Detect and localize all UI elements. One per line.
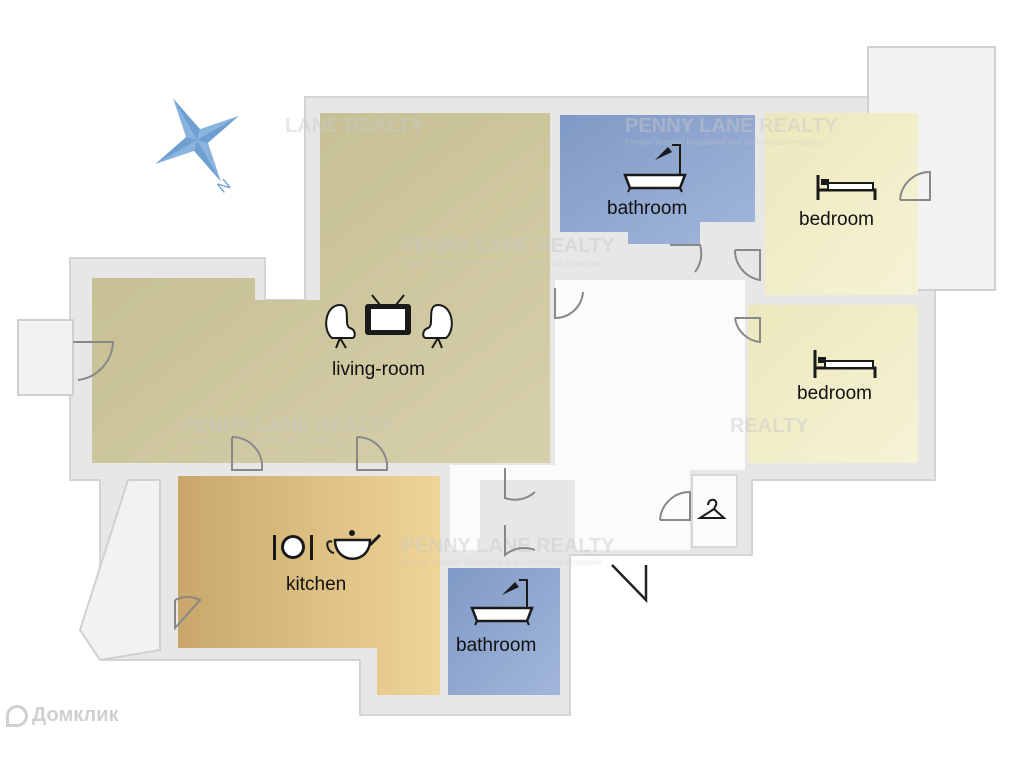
bathroom-bottom-label: bathroom [456, 635, 536, 656]
compass-star-icon [155, 98, 239, 182]
brand-mark-icon [6, 704, 28, 727]
bathtub-shower-icon [623, 144, 687, 193]
svg-text:Premier Russian Residential an: Premier Russian Residential and Commerci… [402, 259, 602, 268]
svg-text:Premier Russian Residential an: Premier Russian Residential and Commerci… [402, 558, 602, 567]
living-room-label: living-room [332, 359, 425, 380]
svg-text:PENNY LANE REALTY: PENNY LANE REALTY [402, 535, 615, 557]
bathtub-shower-icon [470, 579, 534, 626]
armchair-icon [325, 303, 356, 349]
entrance-door [611, 564, 648, 604]
svg-text:REALTY: REALTY [730, 415, 809, 437]
kitchen [178, 476, 440, 695]
tv-icon [365, 294, 411, 335]
hanger-icon [696, 498, 727, 519]
svg-text:Premier Russian Residential an: Premier Russian Residential and Commerci… [625, 138, 825, 147]
svg-text:PENNY LANE REALTY: PENNY LANE REALTY [402, 235, 615, 257]
svg-text:LANE REALTY: LANE REALTY [285, 115, 424, 137]
svg-text:PENNY LANE REALTY: PENNY LANE REALTY [625, 115, 838, 137]
kitchen-balcony [78, 479, 161, 662]
compass-north-label: N [215, 176, 235, 196]
living-room-icons [325, 294, 453, 349]
brand-logo: Домклик [6, 704, 119, 727]
bedroom-bottom [748, 305, 918, 463]
bathroom-top-label: bathroom [607, 198, 687, 219]
bed-icon [816, 175, 877, 200]
plate-cutlery-icon [273, 535, 313, 560]
teapot-icon [326, 530, 382, 560]
brand-name: Домклик [32, 704, 119, 726]
left-balcony [17, 319, 74, 396]
svg-text:Premier Russian Residential an: Premier Russian Residential and Commerci… [182, 438, 382, 447]
living-room [92, 113, 550, 463]
bed-icon [813, 350, 877, 378]
bedroom-top-label: bedroom [799, 209, 874, 230]
bathroom-bottom [448, 568, 560, 695]
svg-text:PENNY LANE REALTY: PENNY LANE REALTY [182, 415, 395, 437]
closet [691, 474, 738, 548]
doors [73, 170, 931, 631]
bedroom-top [765, 113, 918, 295]
watermarks: LANE REALTY PENNY LANE REALTY Premier Ru… [182, 115, 838, 567]
armchair-icon [422, 303, 453, 349]
bedroom-bottom-label: bedroom [797, 383, 872, 404]
hallway [450, 280, 745, 550]
kitchen-label: kitchen [286, 574, 346, 595]
